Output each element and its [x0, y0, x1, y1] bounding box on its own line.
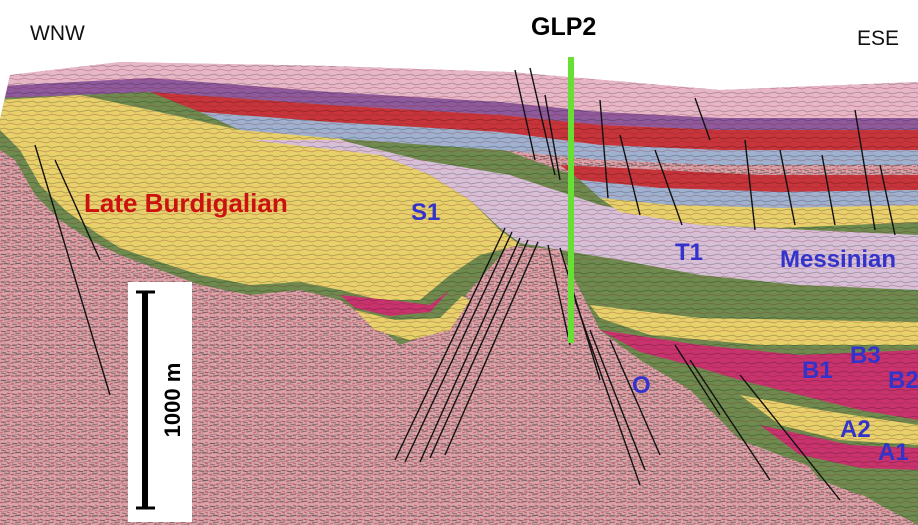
unit-label-messinian: Messinian [780, 246, 896, 273]
unit-label-b3: B3 [850, 342, 881, 369]
unit-label-late-burdigalian: Late Burdigalian [84, 188, 288, 218]
scale-bar: 1000 m [128, 282, 192, 522]
unit-label-t1: T1 [675, 239, 703, 266]
unit-label-a2: A2 [840, 416, 871, 443]
unit-label-o: O [632, 372, 651, 399]
orientation-left-label: WNW [30, 22, 85, 45]
unit-label-b1: B1 [802, 357, 833, 384]
well-label: GLP2 [531, 13, 596, 41]
unit-label-s1: S1 [411, 199, 440, 226]
scale-label: 1000 m [160, 363, 185, 438]
fault-lines [34, 67, 896, 501]
unit-label-a1: A1 [878, 439, 909, 466]
unit-label-b2: B2 [888, 367, 918, 394]
orientation-right-label: ESE [857, 27, 899, 50]
